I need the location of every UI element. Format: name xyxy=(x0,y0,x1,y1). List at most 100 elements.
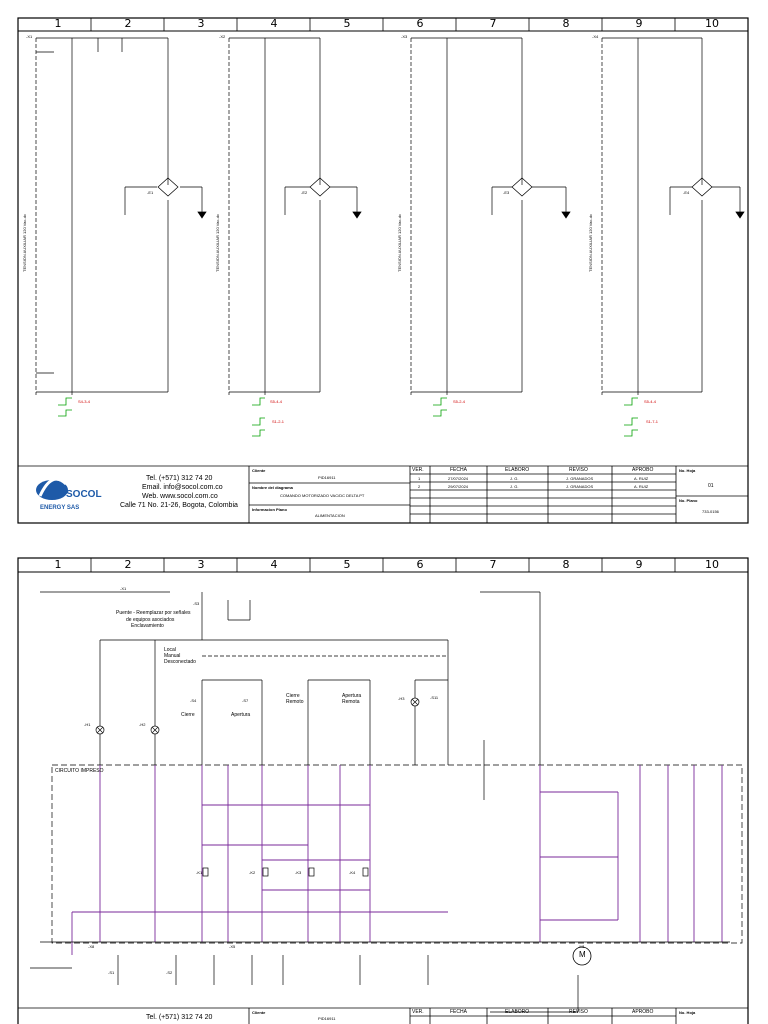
rev-ver: 1 xyxy=(418,476,421,481)
rev-fecha: 29/07/2024 xyxy=(448,484,469,489)
device-label: -S3 xyxy=(193,601,200,606)
bridge-label: -E3 xyxy=(503,190,510,195)
column-label: 4 xyxy=(270,17,278,30)
aux-circuit-4 xyxy=(601,37,745,395)
rev-header-reviso: REVISO xyxy=(569,1009,588,1015)
client-value: PID16911 xyxy=(318,475,336,480)
rev-header-aprobo: APROBO xyxy=(632,467,654,473)
terminal-label: -X3 xyxy=(401,34,408,39)
bridge-note: Enclavamiento xyxy=(131,623,164,629)
crossref-label: S1-7-1 xyxy=(646,419,659,424)
column-label: 7 xyxy=(489,558,497,571)
bridge-label: -E2 xyxy=(301,190,308,195)
device-label: -X8 xyxy=(88,944,95,949)
sheet-no-label: No. Hoja xyxy=(679,468,696,473)
selector-label: Desconectado xyxy=(164,659,196,665)
company-address: Calle 71 No. 21-26, Bogota, Colombia xyxy=(120,502,238,509)
device-label: -H1 xyxy=(84,722,91,727)
rev-header-ver: VER. xyxy=(412,467,424,473)
plan-no-value: 733-0156 xyxy=(702,509,719,514)
bridge-note: de equipos asociados xyxy=(126,617,175,623)
plan-info-label: Informacion Plano xyxy=(252,507,287,512)
column-label: 10 xyxy=(705,17,719,30)
apertura-label: Apertura xyxy=(231,712,251,718)
column-label: 4 xyxy=(270,558,278,571)
motor-symbol xyxy=(572,946,592,966)
crossref-label: S1-2-1 xyxy=(272,419,285,424)
bridge-note: Puente - Reemplazar por señales xyxy=(116,610,191,616)
rev-header-elaboro: ELABORO xyxy=(505,467,530,473)
sheet-no-label: No. Hoja xyxy=(679,1010,696,1015)
column-label: 1 xyxy=(54,17,62,30)
device-label: -X5 xyxy=(229,944,236,949)
column-label: 7 xyxy=(489,17,497,30)
rev-header-fecha: FECHA xyxy=(450,467,467,473)
logo-subtext: ENERGY SAS xyxy=(40,505,80,511)
terminal-label: -X1 xyxy=(26,34,33,39)
crossref-label: S4-3-4 xyxy=(78,399,91,404)
pcb-label: CIRCUITO IMPRESO xyxy=(55,768,104,774)
rev-ver: 2 xyxy=(418,484,421,489)
column-label: 8 xyxy=(562,558,570,571)
aux-contacts xyxy=(58,397,638,437)
diagram-name-value: COMANDO MOTORIZADO VAC/DC DELTA PT xyxy=(280,493,365,498)
rev-aprobo: A. RUIZ xyxy=(634,484,649,489)
device-label: -K3 xyxy=(295,870,302,875)
column-label: 5 xyxy=(343,17,351,30)
diagram-name-label: Nombre del diagrama xyxy=(252,485,293,490)
rev-header-fecha: FECHA xyxy=(450,1009,467,1015)
device-label: -X1 xyxy=(120,586,127,591)
company-phone: Tel. (+571) 312 74 20 xyxy=(146,475,213,482)
column-label: 5 xyxy=(343,558,351,571)
device-label: -H2 xyxy=(139,722,146,727)
device-label: -K4 xyxy=(349,870,356,875)
device-label: -M1 xyxy=(578,944,585,949)
column-label: 1 xyxy=(54,558,62,571)
title-block-1 xyxy=(18,465,748,523)
bridge-label: -E4 xyxy=(683,190,690,195)
column-label: 8 xyxy=(562,17,570,30)
column-label: 3 xyxy=(197,17,205,30)
sheet-no-value: 01 xyxy=(708,483,714,489)
rev-aprobo: A. RUIZ xyxy=(634,476,649,481)
aux-circuit-2 xyxy=(228,37,362,395)
column-label: 2 xyxy=(124,558,132,571)
device-label: -S2 xyxy=(166,970,173,975)
logo-text: SOCOL xyxy=(66,489,102,500)
apertura-remota-label: Apertura Remota xyxy=(342,693,362,705)
column-label: 9 xyxy=(635,17,643,30)
cierre-label: Cierre xyxy=(181,712,195,718)
device-label: -H3 xyxy=(398,696,405,701)
socol-logo xyxy=(36,477,68,500)
plan-info-value: ALIMENTACION xyxy=(315,513,345,518)
rev-elaboro: J. G. xyxy=(510,476,519,481)
column-label: 2 xyxy=(124,17,132,30)
aux-circuit-1 xyxy=(35,37,207,395)
terminal-label: -X4 xyxy=(592,34,599,39)
aux-circuit-3 xyxy=(410,37,571,395)
plan-no-label: No. Plano xyxy=(679,498,698,503)
selector-label: Manual xyxy=(164,653,181,659)
rev-fecha: 27/07/2024 xyxy=(448,476,469,481)
schematic-sheet-1 xyxy=(17,17,749,524)
column-label: 6 xyxy=(416,558,424,571)
motor-label: M xyxy=(579,950,586,959)
device-label: -S1 xyxy=(108,970,115,975)
selector-label: Local xyxy=(164,647,176,653)
rev-header-aprobo: APROBO xyxy=(632,1009,654,1015)
device-label: -S7 xyxy=(242,698,249,703)
device-label: -S11 xyxy=(430,695,439,700)
bridge-label: -E1 xyxy=(147,190,154,195)
client-label: Cliente xyxy=(252,468,266,473)
device-label: -S4 xyxy=(190,698,197,703)
rev-reviso: J. GRANADOS xyxy=(566,476,594,481)
company-web: Web. www.socol.com.co xyxy=(142,493,218,500)
column-label: 3 xyxy=(197,558,205,571)
client-value: PID16911 xyxy=(318,1016,336,1021)
rev-header-elaboro: ELABORO xyxy=(505,1009,530,1015)
terminal-label: -X2 xyxy=(219,34,226,39)
device-label: -K1 xyxy=(196,870,203,875)
company-phone: Tel. (+571) 312 74 20 xyxy=(146,1014,213,1021)
crossref-label: S5-4-4 xyxy=(644,399,657,404)
